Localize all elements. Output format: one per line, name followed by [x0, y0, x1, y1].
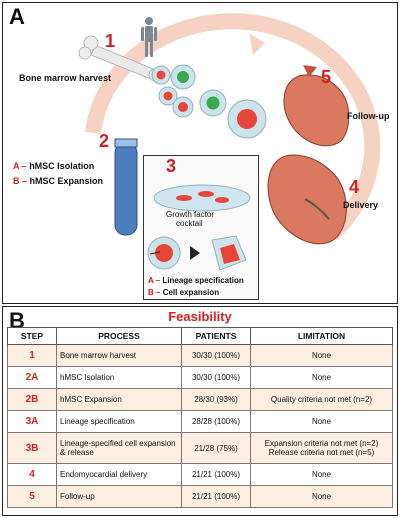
growth-factor-label: Growth factor	[166, 210, 215, 219]
limitation-cell: None	[250, 485, 393, 508]
patients-cell: 30/30 (100%)	[181, 366, 251, 389]
step-number-3: 3	[166, 156, 177, 176]
patients-cell: 21/28 (75%)	[181, 432, 251, 464]
limitation-cell: Quality criteria not met (n=2)	[250, 388, 393, 411]
lineage-inset: 3 Growth factor cocktail A – Lineage spe…	[143, 155, 259, 300]
human-silhouette-icon	[141, 17, 157, 57]
panel-b: B Feasibility STEP PROCESS PATIENTS LIMI…	[2, 306, 398, 516]
hmsc-expansion-label: B – hMSC Expansion	[13, 176, 104, 186]
heart-follow-up-icon	[283, 65, 350, 147]
table-row: 4 Endomyocardial delivery 21/21 (100%) N…	[7, 463, 393, 486]
hmsc-expansion-prefix: B	[13, 176, 20, 186]
limitation-cell: None	[250, 463, 393, 486]
process-cell: Lineage-specified cell expansion & relea…	[56, 432, 182, 464]
heart-delivery-icon	[267, 154, 347, 245]
follow-up-label: Follow-up	[347, 111, 390, 121]
patients-cell: 28/30 (93%)	[181, 388, 251, 411]
table-row: 5 Follow-up 21/21 (100%) None	[7, 485, 393, 508]
cell-expansion-text: Cell expansion	[162, 288, 220, 297]
hmsc-isolation-label: A – hMSC Isolation	[13, 161, 95, 171]
table-row: 3B Lineage-specified cell expansion & re…	[7, 432, 393, 464]
step-cell: 3B	[7, 432, 57, 464]
table-row: 2A hMSC Isolation 30/30 (100%) None	[7, 366, 393, 389]
header-patients: PATIENTS	[181, 327, 251, 345]
process-cell: Endomyocardial delivery	[56, 463, 182, 486]
hmsc-isolation-text: hMSC Isolation	[29, 161, 95, 171]
table-row: 2B hMSC Expansion 28/30 (93%) Quality cr…	[7, 388, 393, 411]
process-cell: Follow-up	[56, 485, 182, 508]
feasibility-table: STEP PROCESS PATIENTS LIMITATION 1 Bone …	[7, 327, 393, 508]
petri-dish-icon	[153, 184, 251, 212]
process-cell: Bone marrow harvest	[56, 344, 182, 367]
table-row: 3A Lineage specification 28/28 (100%) No…	[7, 410, 393, 433]
step-number-1: 1	[105, 31, 116, 51]
header-step: STEP	[7, 327, 57, 345]
process-cell: hMSC Isolation	[56, 366, 182, 389]
lineage-text: Lineage specification	[162, 276, 244, 285]
step-cell: 4	[7, 463, 57, 486]
limitation-line: Release criteria not met (n=5)	[268, 448, 375, 457]
patients-cell: 21/21 (100%)	[181, 463, 251, 486]
cocktail-label: cocktail	[176, 219, 203, 228]
limitation-cell: None	[250, 366, 393, 389]
panel-a: A 1 Bone marrow harvest 2 A – hMSC Isola…	[2, 2, 398, 304]
hmsc-expansion-text: hMSC Expansion	[29, 176, 104, 186]
cell-cluster	[151, 64, 267, 139]
inset-graphics	[147, 184, 251, 271]
limitation-cell: None	[250, 410, 393, 433]
step-number-2: 2	[99, 131, 110, 151]
limitation-cell: Expansion criteria not met (n=2) Release…	[250, 432, 393, 464]
workflow-diagram	[78, 13, 381, 245]
cell-expansion-prefix: B	[148, 288, 154, 297]
table-header-row: STEP PROCESS PATIENTS LIMITATION	[7, 327, 393, 345]
patients-cell: 30/30 (100%)	[181, 344, 251, 367]
arrow-right-icon	[190, 246, 200, 260]
patients-cell: 28/28 (100%)	[181, 410, 251, 433]
lineage-specification-label: A – Lineage specification	[148, 276, 244, 285]
header-process: PROCESS	[56, 327, 182, 345]
limitation-cell: None	[250, 344, 393, 367]
process-cell: hMSC Expansion	[56, 388, 182, 411]
step-cell: 5	[7, 485, 57, 508]
cycle-arrow-head	[249, 33, 265, 55]
panel-b-letter: B	[9, 308, 25, 333]
step-number-5: 5	[321, 67, 332, 87]
lineage-prefix: A	[148, 276, 154, 285]
step-cell: 2A	[7, 366, 57, 389]
process-cell: Lineage specification	[56, 410, 182, 433]
test-tube-icon	[114, 138, 138, 236]
bone-marrow-harvest-label: Bone marrow harvest	[19, 73, 112, 83]
table-row: 1 Bone marrow harvest 30/30 (100%) None	[7, 344, 393, 367]
limitation-line: Expansion criteria not met (n=2)	[264, 439, 379, 448]
cell-expansion-label: B – Cell expansion	[148, 288, 220, 297]
hmsc-isolation-prefix: A	[13, 161, 20, 171]
delivery-label: Delivery	[343, 200, 379, 210]
feasibility-title: Feasibility	[168, 309, 232, 324]
patients-cell: 21/21 (100%)	[181, 485, 251, 508]
step-cell: 1	[7, 344, 57, 367]
panel-a-letter: A	[9, 4, 25, 29]
header-limitation: LIMITATION	[250, 327, 393, 345]
step-cell: 2B	[7, 388, 57, 411]
step-number-4: 4	[349, 177, 360, 197]
step-cell: 3A	[7, 410, 57, 433]
